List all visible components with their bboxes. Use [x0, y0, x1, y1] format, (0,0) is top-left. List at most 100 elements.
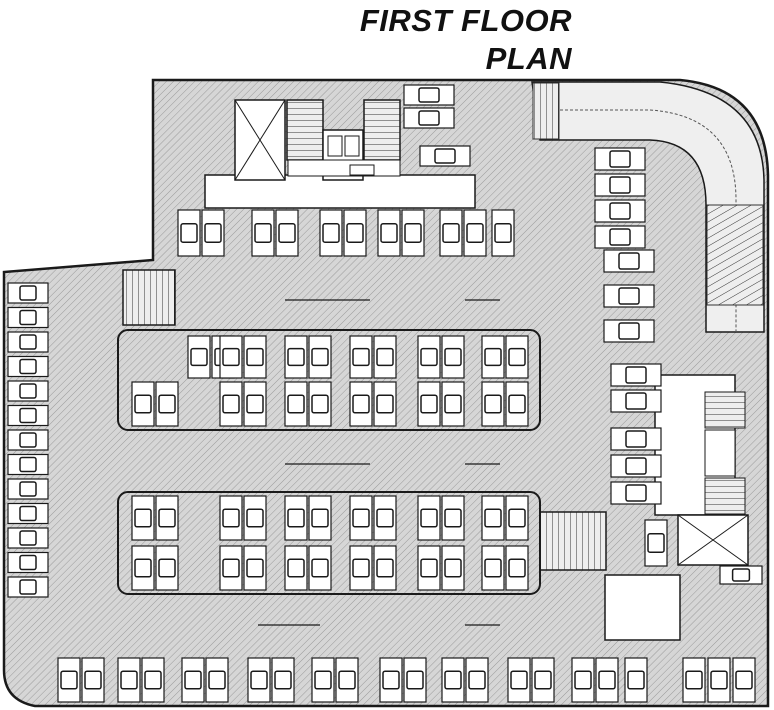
parking-stall — [284, 381, 308, 427]
ramp-curve-line — [545, 109, 737, 332]
parking-stall — [343, 209, 367, 257]
car-outline — [420, 347, 438, 367]
parking-stall — [247, 657, 271, 703]
car-outline — [468, 670, 486, 690]
car-outline — [134, 394, 152, 414]
parking-stall — [373, 545, 397, 591]
parking-stall — [505, 335, 529, 379]
car-outline — [222, 347, 240, 367]
parking-stall — [481, 335, 505, 379]
parking-stall — [403, 107, 455, 129]
parking-stall — [403, 657, 427, 703]
car-outline — [376, 508, 394, 528]
car-outline — [19, 579, 37, 595]
parking-stall — [610, 481, 662, 505]
parking-stall — [81, 657, 105, 703]
car-outline — [190, 347, 208, 367]
car-outline — [338, 670, 356, 690]
parking-stall — [349, 335, 373, 379]
parking-stall — [7, 331, 49, 353]
parking-stall — [7, 576, 49, 598]
car-outline — [60, 670, 78, 690]
parking-stall — [155, 495, 179, 541]
parking-stall — [349, 381, 373, 427]
car-outline — [618, 252, 640, 270]
parking-stall — [603, 249, 655, 273]
car-outline — [508, 508, 526, 528]
car-outline — [19, 309, 37, 326]
car-outline — [494, 223, 512, 243]
parking-stalls — [7, 84, 763, 703]
car-outline — [19, 505, 37, 522]
drive-aisle-arrows — [258, 299, 500, 626]
parking-stall — [201, 209, 225, 257]
car-outline — [204, 223, 222, 243]
car-outline — [287, 394, 305, 414]
parking-stall — [308, 381, 332, 427]
parking-stall — [308, 495, 332, 541]
parking-stall — [308, 545, 332, 591]
parking-stall — [349, 495, 373, 541]
car-outline — [406, 670, 424, 690]
parking-stall — [419, 145, 471, 167]
car-outline — [376, 347, 394, 367]
car-outline — [120, 670, 138, 690]
top-core — [204, 99, 476, 209]
car-outline — [278, 223, 296, 243]
parking-stall — [373, 495, 397, 541]
parking-stall — [219, 545, 243, 591]
car-outline — [484, 508, 502, 528]
parking-island-upper — [117, 329, 541, 431]
parking-stall — [219, 495, 243, 541]
car-outline — [484, 558, 502, 578]
car-outline — [246, 347, 264, 367]
plan-title: FIRST FLOOR PLAN — [360, 2, 572, 78]
car-outline — [134, 508, 152, 528]
parking-stall — [595, 657, 619, 703]
car-outline — [534, 670, 552, 690]
car-outline — [647, 533, 665, 553]
car-outline — [254, 223, 272, 243]
curved-ramp — [531, 81, 765, 333]
car-outline — [134, 558, 152, 578]
parking-stall — [463, 209, 487, 257]
right-service-core — [604, 374, 749, 641]
car-outline — [376, 394, 394, 414]
parking-stall — [7, 551, 49, 574]
parking-stall — [7, 355, 49, 378]
parking-stall — [624, 657, 648, 703]
car-outline — [246, 508, 264, 528]
parking-stall — [531, 657, 555, 703]
parking-stall — [594, 147, 646, 171]
parking-stall — [284, 495, 308, 541]
car-outline — [444, 670, 462, 690]
parking-stall — [491, 209, 515, 257]
parking-stall — [7, 429, 49, 451]
plan-title-line-1: FIRST FLOOR — [359, 3, 572, 38]
parking-stall — [379, 657, 403, 703]
parking-stall — [481, 495, 505, 541]
car-outline — [420, 394, 438, 414]
parking-stall — [417, 495, 441, 541]
car-outline — [19, 383, 37, 399]
parking-stall — [603, 319, 655, 343]
parking-stall — [7, 527, 49, 549]
car-outline — [19, 407, 37, 424]
car-outline — [346, 223, 364, 243]
parking-stall — [131, 545, 155, 591]
parking-stall — [505, 495, 529, 541]
car-outline — [19, 530, 37, 546]
car-outline — [352, 347, 370, 367]
car-outline — [420, 558, 438, 578]
parking-stall — [243, 381, 267, 427]
parking-stall — [594, 173, 646, 197]
car-outline — [222, 508, 240, 528]
parking-stall — [141, 657, 165, 703]
parking-stall — [373, 335, 397, 379]
parking-stall — [610, 454, 662, 478]
car-outline — [311, 394, 329, 414]
parking-stall — [7, 380, 49, 402]
parking-stall — [505, 545, 529, 591]
car-outline — [618, 287, 640, 305]
